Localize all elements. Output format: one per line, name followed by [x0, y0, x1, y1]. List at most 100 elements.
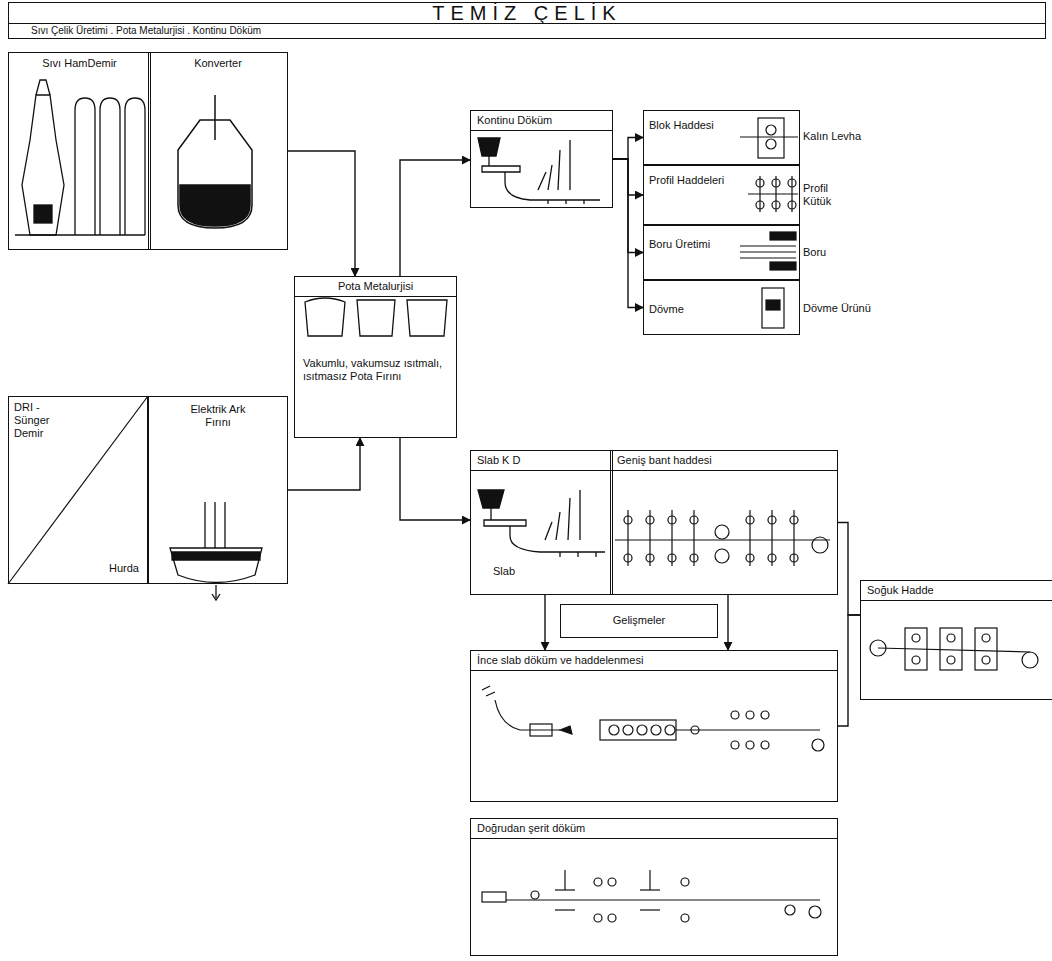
- mill-icons-part: [740, 245, 796, 246]
- mill-icons: [740, 118, 798, 328]
- flow-arrow: [400, 160, 470, 276]
- thin-slab-line-part: [609, 725, 619, 735]
- thin-slab-line-part: [530, 724, 552, 736]
- continuous-caster-part: [505, 172, 600, 200]
- hot-strip-mill: [615, 510, 830, 566]
- product-label: Boru: [803, 246, 863, 259]
- process-box: Slab K DSlab: [470, 450, 613, 595]
- thin-slab-line-part: [482, 686, 495, 696]
- electric-arc-furnace-part: [215, 585, 216, 598]
- process-box: Blok Haddesi: [643, 110, 800, 165]
- thin-slab-line-part: [812, 739, 824, 751]
- electric-arc-furnace-part: [172, 552, 260, 560]
- thin-slab-line-part: [761, 711, 769, 719]
- strip-casting-line-part: [594, 878, 602, 886]
- strip-casting-line-part: [482, 892, 506, 902]
- continuous-caster-part: [538, 140, 570, 190]
- blast-furnace-part: [15, 234, 145, 235]
- cold-mill-part: [940, 628, 962, 670]
- hot-strip-mill-part: [627, 510, 628, 566]
- strip-casting-line-part: [640, 909, 660, 910]
- cold-mill-part: [982, 656, 990, 664]
- process-box: İnce slab döküm ve haddelenmesi: [470, 650, 838, 802]
- strip-casting-line-part: [649, 870, 650, 890]
- strip-casting-line-part: [640, 889, 660, 890]
- continuous-caster-part: [482, 156, 520, 172]
- box-heading: Sıvı HamDemir: [9, 57, 150, 70]
- cold-mill-part: [912, 634, 920, 642]
- box-heading: Profil Haddeleri: [649, 174, 729, 187]
- thin-slab-line-part: [676, 729, 820, 730]
- thin-slab-line-part: [600, 720, 676, 740]
- thin-slab-line-part: [746, 741, 754, 749]
- box-heading: Kontinu Döküm: [471, 111, 612, 131]
- cold-mill-part: [947, 656, 955, 664]
- thin-slab-line-part: [761, 741, 769, 749]
- box-text: Vakumlu, vakumsuz ısıtmalı, ısıtmasız Po…: [303, 357, 450, 383]
- slab-caster-part: [484, 508, 526, 526]
- flow-arrow: [544, 595, 545, 650]
- strip-casting-line-part: [564, 870, 565, 890]
- thin-slab-line-part: [560, 726, 572, 734]
- mill-icons-part: [758, 118, 784, 158]
- title-box: TEMİZ ÇELİK: [8, 2, 1046, 24]
- strip-casting-line: [482, 870, 821, 922]
- divider-line: [8, 396, 148, 584]
- box-heading: Geniş bant haddesi: [611, 451, 837, 471]
- mill-icons-part: [770, 232, 796, 240]
- box-heading: Konverter: [149, 57, 287, 70]
- blast-furnace-part: [125, 98, 145, 235]
- strip-casting-line-part: [681, 914, 689, 922]
- electric-arc-furnace-part: [170, 548, 262, 583]
- hot-strip-mill-part: [715, 525, 729, 539]
- slab-caster: [478, 490, 605, 557]
- converter: [178, 95, 252, 228]
- hot-strip-mill-part: [749, 510, 750, 566]
- mill-icons-part: [766, 125, 776, 135]
- flow-arrow: [288, 438, 360, 490]
- thin-slab-line-part: [691, 726, 699, 734]
- strip-casting-line-part: [594, 914, 602, 922]
- cold-mill-part: [878, 648, 1030, 652]
- process-box: Elektrik Ark Fırını: [148, 396, 288, 584]
- box-heading: Blok Haddesi: [649, 119, 729, 132]
- process-box: Soğuk Hadde: [860, 580, 1052, 700]
- box-heading: Dövme: [649, 303, 729, 316]
- mill-icons-part: [748, 193, 798, 194]
- subtitle: Sıvı Çelik Üretimi . Pota Metalurjisi . …: [8, 23, 1046, 39]
- hot-strip-mill-part: [812, 537, 828, 553]
- ladle-set-part: [305, 298, 345, 336]
- hot-strip-mill-part: [649, 510, 650, 566]
- diagram-title: TEMİZ ÇELİK: [9, 3, 1045, 23]
- cold-mill-part: [1022, 652, 1038, 668]
- strip-casting-line-part: [555, 889, 575, 890]
- product-label: Dövme Ürünü: [803, 302, 883, 315]
- hot-strip-mill-part: [671, 510, 672, 566]
- box-heading: Doğrudan şerit döküm: [471, 819, 837, 839]
- hot-strip-mill-part: [771, 510, 772, 566]
- process-box: Boru Üretimi: [643, 225, 800, 280]
- electric-arc-furnace: [170, 502, 262, 600]
- cold-mill: [870, 628, 1038, 670]
- product-label: Profil Kütük: [803, 182, 851, 208]
- cold-mill-part: [912, 656, 920, 664]
- strip-casting-line-part: [555, 909, 575, 910]
- flow-arrow: [838, 615, 860, 726]
- hot-strip-mill-part: [715, 549, 729, 563]
- strip-casting-line-part: [809, 906, 821, 918]
- electric-arc-furnace-part: [204, 502, 205, 548]
- cold-mill-part: [975, 628, 997, 670]
- flow-arrow: [613, 159, 643, 308]
- strip-casting-line-part: [531, 891, 539, 899]
- thin-slab-line-part: [731, 741, 739, 749]
- thin-slab-line-part: [651, 725, 661, 735]
- blast-furnace-part: [34, 205, 52, 223]
- flow-arrow: [613, 138, 643, 160]
- slab-caster-part: [545, 490, 580, 540]
- strip-casting-line-part: [681, 878, 689, 886]
- box-heading: DRI - Sünger Demir: [14, 401, 66, 441]
- slab-caster-part: [478, 490, 504, 508]
- continuous-caster-part: [583, 200, 584, 204]
